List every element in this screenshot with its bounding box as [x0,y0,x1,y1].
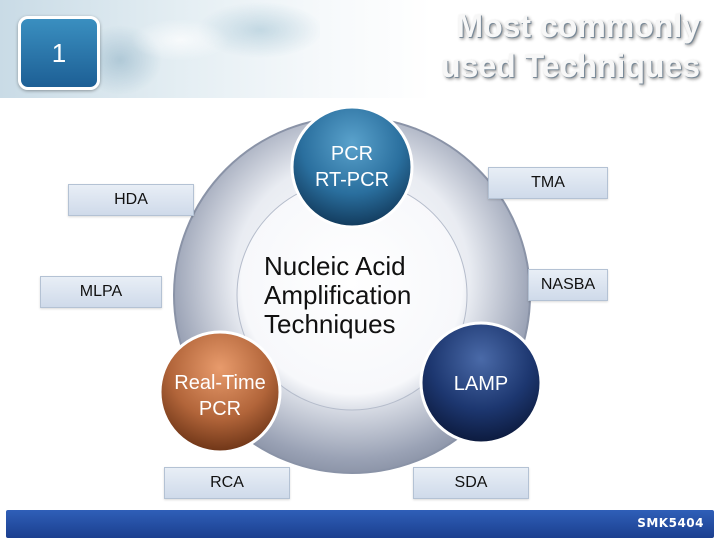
box-hda: HDA [68,184,194,216]
center-label: Nucleic Acid Amplification Techniques [264,252,484,339]
circle-left-line-2: PCR [199,396,241,422]
center-label-line-2: Amplification [264,281,484,310]
circle-right-line-1: LAMP [454,371,508,397]
box-rca-label: RCA [210,474,244,492]
center-label-line-1: Nucleic Acid [264,252,484,281]
box-hda-label: HDA [114,191,148,209]
box-nasba: NASBA [528,269,608,301]
box-rca: RCA [164,467,290,499]
footer-text: SMK5404 [637,516,704,530]
box-mlpa: MLPA [40,276,162,308]
box-tma: TMA [488,167,608,199]
circle-left-label: Real-Time PCR [160,369,280,423]
circle-right-label: LAMP [421,370,541,398]
box-sda: SDA [413,467,529,499]
circle-top-line-1: PCR [331,141,373,167]
center-label-line-3: Techniques [264,310,484,339]
box-nasba-label: NASBA [541,276,595,294]
circle-top-line-2: RT-PCR [315,167,389,193]
footer-bar [6,510,714,538]
box-mlpa-label: MLPA [80,283,122,301]
slide-footer: SMK5404 [0,508,720,540]
circle-top-label: PCR RT-PCR [292,140,412,194]
box-sda-label: SDA [455,474,488,492]
circle-left-line-1: Real-Time [174,370,266,396]
box-tma-label: TMA [531,174,565,192]
